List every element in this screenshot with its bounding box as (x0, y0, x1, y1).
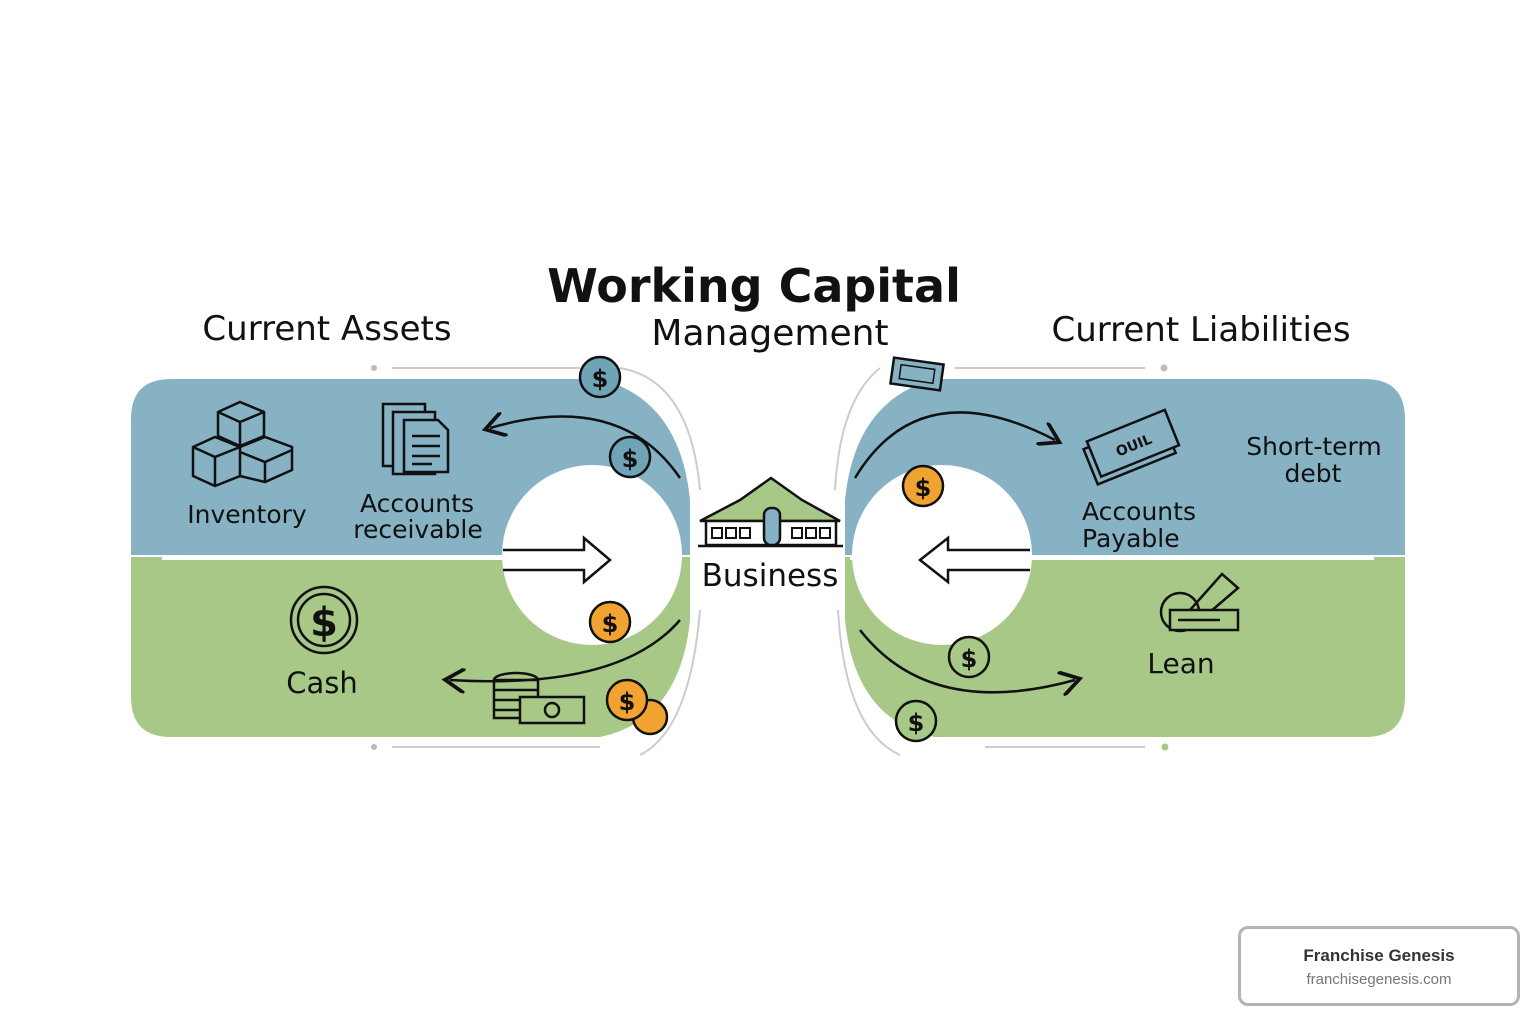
accounts-payable-line1: Accounts (1082, 497, 1196, 526)
cash-coin-icon: $ (289, 585, 359, 655)
svg-text:$: $ (310, 600, 338, 646)
gold-coin-icon: $ (901, 464, 945, 508)
svg-text:$: $ (622, 445, 639, 473)
arrow-to-cash (450, 619, 681, 681)
arrow-to-receivable (490, 417, 682, 479)
accounts-receivable-line2: receivable (353, 515, 483, 544)
banknote-icon (889, 356, 945, 392)
short-term-debt-line2: debt (1285, 459, 1342, 488)
lien-icon (1159, 572, 1240, 633)
flow-arrows (450, 411, 1075, 692)
lean-label: Lean (1147, 647, 1214, 680)
inventory-label: Inventory (187, 500, 307, 529)
gold-coin-icon: $ (605, 678, 669, 736)
svg-text:$: $ (961, 645, 978, 673)
current-assets-heading: Current Assets (202, 309, 451, 349)
green-coin-icon: $ (894, 699, 938, 743)
gold-coin-icon: $ (588, 600, 632, 644)
boxes-icon (191, 400, 294, 488)
arrow-right-icon (503, 535, 612, 585)
accounts-receivable-line1: Accounts (360, 489, 474, 518)
svg-text:$: $ (619, 688, 636, 716)
title-line1: Working Capital (547, 259, 961, 313)
svg-text:$: $ (915, 474, 932, 502)
accounts-payable-line2: Payable (1082, 524, 1180, 553)
title-line2: Management (651, 313, 888, 354)
assets-green-band (131, 557, 690, 737)
svg-text:$: $ (592, 365, 609, 393)
brand-name: Franchise Genesis (1303, 946, 1455, 965)
teal-coin-icon: $ (578, 355, 622, 399)
coin-icons: $ $ $ $ $ $ $ (578, 355, 991, 743)
guide-lines (392, 367, 1145, 756)
bill-icon: OUIL (1081, 408, 1181, 487)
arrow-to-lean (859, 629, 1075, 692)
business-building-icon (698, 476, 843, 548)
brand-badge: Franchise Genesis franchisegenesis.com (1238, 926, 1520, 1006)
arrow-left-icon (917, 535, 1030, 585)
svg-text:$: $ (602, 610, 619, 638)
cash-label: Cash (286, 666, 358, 700)
green-coin-icon: $ (947, 635, 991, 679)
short-term-debt-line1: Short-term (1246, 432, 1382, 461)
business-label: Business (702, 558, 839, 594)
current-liabilities-heading: Current Liabilities (1051, 310, 1350, 350)
arrow-to-payable (853, 411, 1055, 479)
teal-coin-icon: $ (608, 435, 652, 479)
svg-text:$: $ (908, 709, 925, 737)
documents-icon (381, 402, 450, 476)
brand-url: franchisegenesis.com (1306, 971, 1452, 988)
